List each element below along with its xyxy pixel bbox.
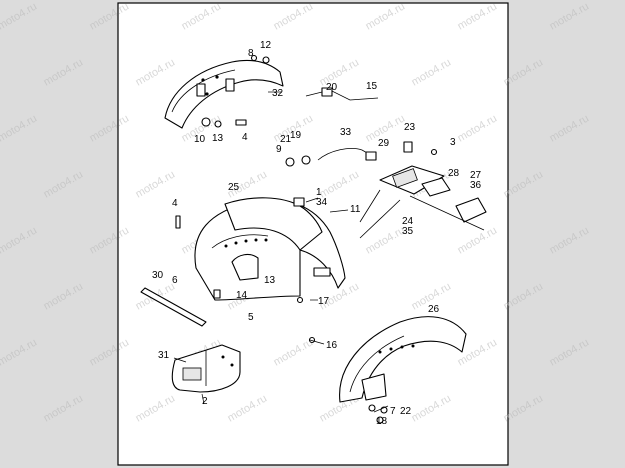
- callout-22: 22: [400, 406, 412, 417]
- callout-15: 15: [366, 81, 378, 92]
- watermark-text: moto4.ru: [42, 280, 86, 312]
- callout-36: 36: [470, 180, 482, 191]
- watermark-text: moto4.ru: [0, 336, 39, 368]
- callout-2: 2: [202, 396, 208, 407]
- callout-19: 19: [290, 130, 302, 141]
- instrument-module: [359, 165, 487, 239]
- callout-28: 28: [448, 168, 460, 179]
- callout-6: 6: [172, 275, 178, 286]
- callout-18: 18: [376, 416, 388, 427]
- watermark-text: moto4.ru: [0, 0, 39, 32]
- rear-fender-main: [194, 197, 346, 301]
- callout-17: 17: [318, 296, 330, 307]
- watermark-text: moto4.ru: [42, 392, 86, 424]
- trim-strip: [140, 287, 207, 327]
- callout-13a: 13: [212, 133, 224, 144]
- callout-3: 3: [450, 137, 456, 148]
- watermark-text: moto4.ru: [548, 112, 592, 144]
- watermark-text: moto4.ru: [548, 336, 592, 368]
- callout-23: 23: [404, 122, 416, 133]
- callout-layer: 1 2 3 4 4 5 6 7 8 9 10 11 12 13 13 14 15…: [152, 40, 482, 427]
- callout-29: 29: [378, 138, 390, 149]
- fender-small-top: [164, 59, 284, 129]
- callout-27: 27: [470, 170, 482, 181]
- callout-21: 21: [280, 134, 292, 145]
- callout-34: 34: [316, 197, 328, 208]
- watermark-text: moto4.ru: [42, 56, 86, 88]
- callout-14: 14: [236, 290, 248, 301]
- callout-4a: 4: [172, 198, 178, 209]
- callout-9: 9: [276, 144, 282, 155]
- callout-5: 5: [248, 312, 254, 323]
- front-fender: [339, 316, 467, 403]
- callout-25: 25: [228, 182, 240, 193]
- callout-24: 24: [402, 216, 414, 227]
- watermark-text: moto4.ru: [0, 224, 39, 256]
- watermark-text: moto4.ru: [42, 168, 86, 200]
- callout-30: 30: [152, 270, 164, 281]
- callout-7: 7: [390, 406, 396, 417]
- callout-10: 10: [194, 134, 206, 145]
- callout-8: 8: [248, 48, 254, 59]
- wiring-harness: [305, 87, 379, 161]
- watermark-text: moto4.ru: [0, 112, 39, 144]
- callout-12: 12: [260, 40, 272, 51]
- hardware-parts: [175, 54, 438, 424]
- callout-33: 33: [340, 127, 352, 138]
- callout-4b: 4: [242, 132, 248, 143]
- watermark-text: moto4.ru: [548, 224, 592, 256]
- callout-26: 26: [428, 304, 440, 315]
- watermark-text: moto4.ru: [548, 0, 592, 32]
- callout-32: 32: [272, 88, 284, 99]
- callout-31: 31: [158, 350, 170, 361]
- callout-16: 16: [326, 340, 338, 351]
- callout-13b: 13: [264, 275, 276, 286]
- callout-1: 1: [316, 187, 322, 198]
- license-bracket: [171, 344, 241, 393]
- callout-11: 11: [350, 204, 361, 215]
- callout-20: 20: [326, 82, 338, 93]
- leader-lines: [173, 91, 389, 413]
- callout-35: 35: [402, 226, 414, 237]
